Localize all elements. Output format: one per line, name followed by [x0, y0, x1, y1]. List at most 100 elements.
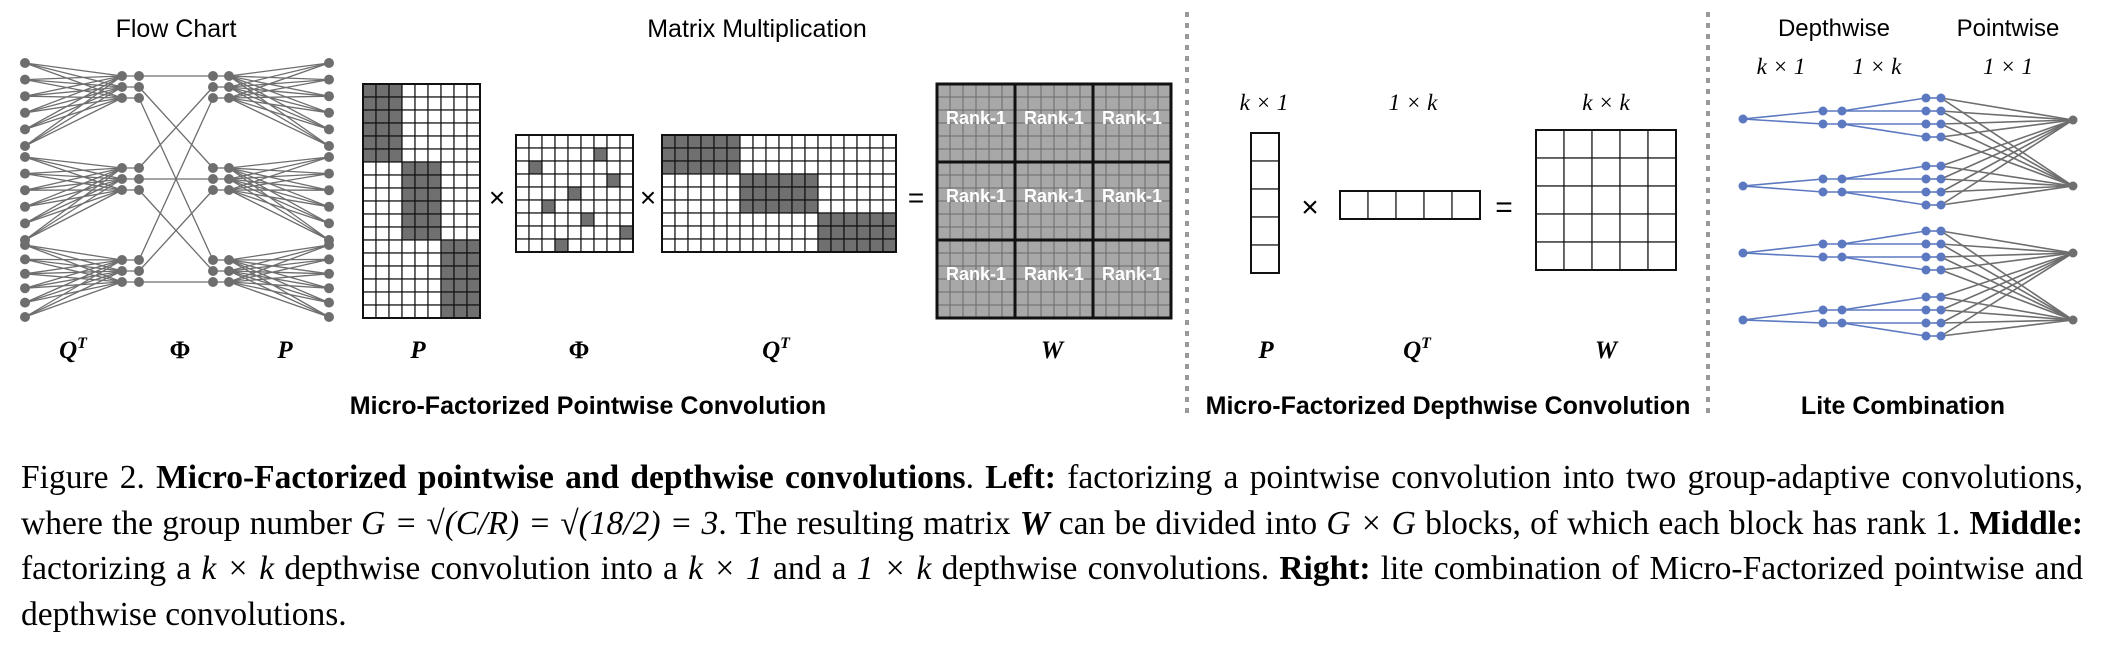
matrix-p-cell: [453, 122, 468, 137]
matrix-phi-cell: [619, 147, 634, 162]
matrix-phi-cell: [580, 160, 595, 175]
matrix-p-cell: [362, 135, 377, 150]
matrix-p-cell: [427, 304, 442, 319]
matrix-qt-cell: [687, 186, 702, 201]
lite-node: [1936, 239, 1946, 249]
matrix-qt-cell: [700, 238, 715, 253]
matrix-phi-cell: [541, 238, 556, 253]
lite-node: [1936, 305, 1946, 315]
flow-node: [224, 185, 234, 195]
matrix-phi-cell: [580, 134, 595, 149]
flow-node: [20, 297, 30, 308]
matrix-p-cell: [375, 109, 390, 124]
matrix-p-cell: [466, 213, 481, 228]
matrix-p-cell: [440, 122, 455, 137]
flow-edge: [24, 62, 123, 99]
flow-edge: [24, 167, 123, 241]
flow-node: [224, 255, 234, 265]
depthwise-w-cell: [1535, 241, 1565, 271]
matrix-p-cell: [362, 304, 377, 319]
matrix-qt-cell: [765, 147, 780, 162]
matrix-qt-cell: [830, 147, 845, 162]
lite-node: [2068, 315, 2078, 325]
matrix-phi-cell: [580, 147, 595, 162]
matrix-qt-cell: [661, 225, 676, 240]
flow-edge: [228, 97, 330, 147]
matrix-qt-cell: [882, 173, 897, 188]
depthwise-p-cell: [1250, 160, 1280, 190]
matrix-qt-cell: [778, 225, 793, 240]
flow-edge: [24, 167, 123, 224]
flow-edge: [24, 167, 123, 208]
lite-dim-1x1: 1 × 1: [1983, 54, 2033, 79]
matrix-p-cell: [375, 200, 390, 215]
lite-edge: [1940, 97, 2074, 121]
flow-node: [117, 255, 127, 265]
flow-edge: [228, 97, 330, 114]
matrix-qt-cell: [778, 186, 793, 201]
flow-edge: [228, 75, 330, 147]
lite-edge: [1841, 230, 1927, 245]
caption-right-text: lite combination of Micro-Factorized poi…: [21, 550, 2084, 633]
flow-edge: [24, 156, 123, 180]
matrix-qt-cell: [869, 212, 884, 227]
matrix-p-cell: [401, 252, 416, 267]
matrix-phi-cell: [593, 199, 608, 214]
matrix-qt-cell: [687, 238, 702, 253]
lite-node: [1837, 239, 1847, 249]
matrix-p-cell: [388, 200, 403, 215]
matrix-phi-cell: [567, 212, 582, 227]
matrix-qt-cell: [843, 134, 858, 149]
matrix-qt-cell: [791, 134, 806, 149]
depthwise-p-cell: [1250, 188, 1280, 218]
matrix-qt-cell: [674, 160, 689, 175]
flow-node: [20, 240, 30, 250]
matrix-p-cell: [375, 278, 390, 293]
matrix-qt-cell: [882, 134, 897, 149]
rank-1-label: Rank-1: [1102, 108, 1162, 128]
matrix-phi-cell: [593, 134, 608, 149]
flow-edge: [228, 75, 330, 114]
lite-node: [1921, 226, 1931, 236]
matrix-qt-cell: [661, 134, 676, 149]
matrix-qt-cell: [778, 199, 793, 214]
flow-edge: [228, 172, 330, 180]
matrix-p-cell: [466, 304, 481, 319]
flow-node: [208, 163, 218, 173]
flow-edge: [228, 281, 330, 318]
depthwise-w-cell: [1563, 241, 1593, 271]
matrix-qt-cell: [882, 199, 897, 214]
matrix-phi-cell: [580, 173, 595, 188]
matrix-qt-cell: [791, 238, 806, 253]
matrix-qt-cell: [804, 186, 819, 201]
matrix-p-cell: [414, 291, 429, 306]
matrix-qt-cell: [726, 173, 741, 188]
matrix-p-cell: [388, 96, 403, 111]
caption-kxk: k × k: [201, 550, 275, 587]
matrix-p-cell: [362, 200, 377, 215]
matrix-p-cell: [466, 226, 481, 241]
flow-node: [20, 218, 30, 229]
matrix-qt-cell: [843, 238, 858, 253]
matrix-p-cell: [401, 109, 416, 124]
matrix-qt-cell: [804, 212, 819, 227]
caption-middle-label: Middle:: [1969, 504, 2084, 542]
flow-edge: [228, 259, 330, 275]
flow-node: [324, 124, 334, 135]
matrix-p-cell: [401, 226, 416, 241]
matrix-p-cell: [453, 135, 468, 150]
flow-node: [117, 185, 127, 195]
matrix-p-cell: [466, 161, 481, 176]
matrix-p-cell: [362, 278, 377, 293]
matrix-p-cell: [375, 226, 390, 241]
matrix-p-cell: [414, 148, 429, 163]
matrix-qt-cell: [687, 225, 702, 240]
flow-edge: [228, 281, 330, 289]
matrix-qt-cell: [791, 147, 806, 162]
matrix-qt-cell: [661, 173, 676, 188]
matrix-qt-cell: [882, 186, 897, 201]
matrix-qt-cell: [804, 238, 819, 253]
matrix-qt-cell: [856, 173, 871, 188]
matrix-p-cell: [414, 122, 429, 137]
lite-node: [2068, 181, 2078, 191]
